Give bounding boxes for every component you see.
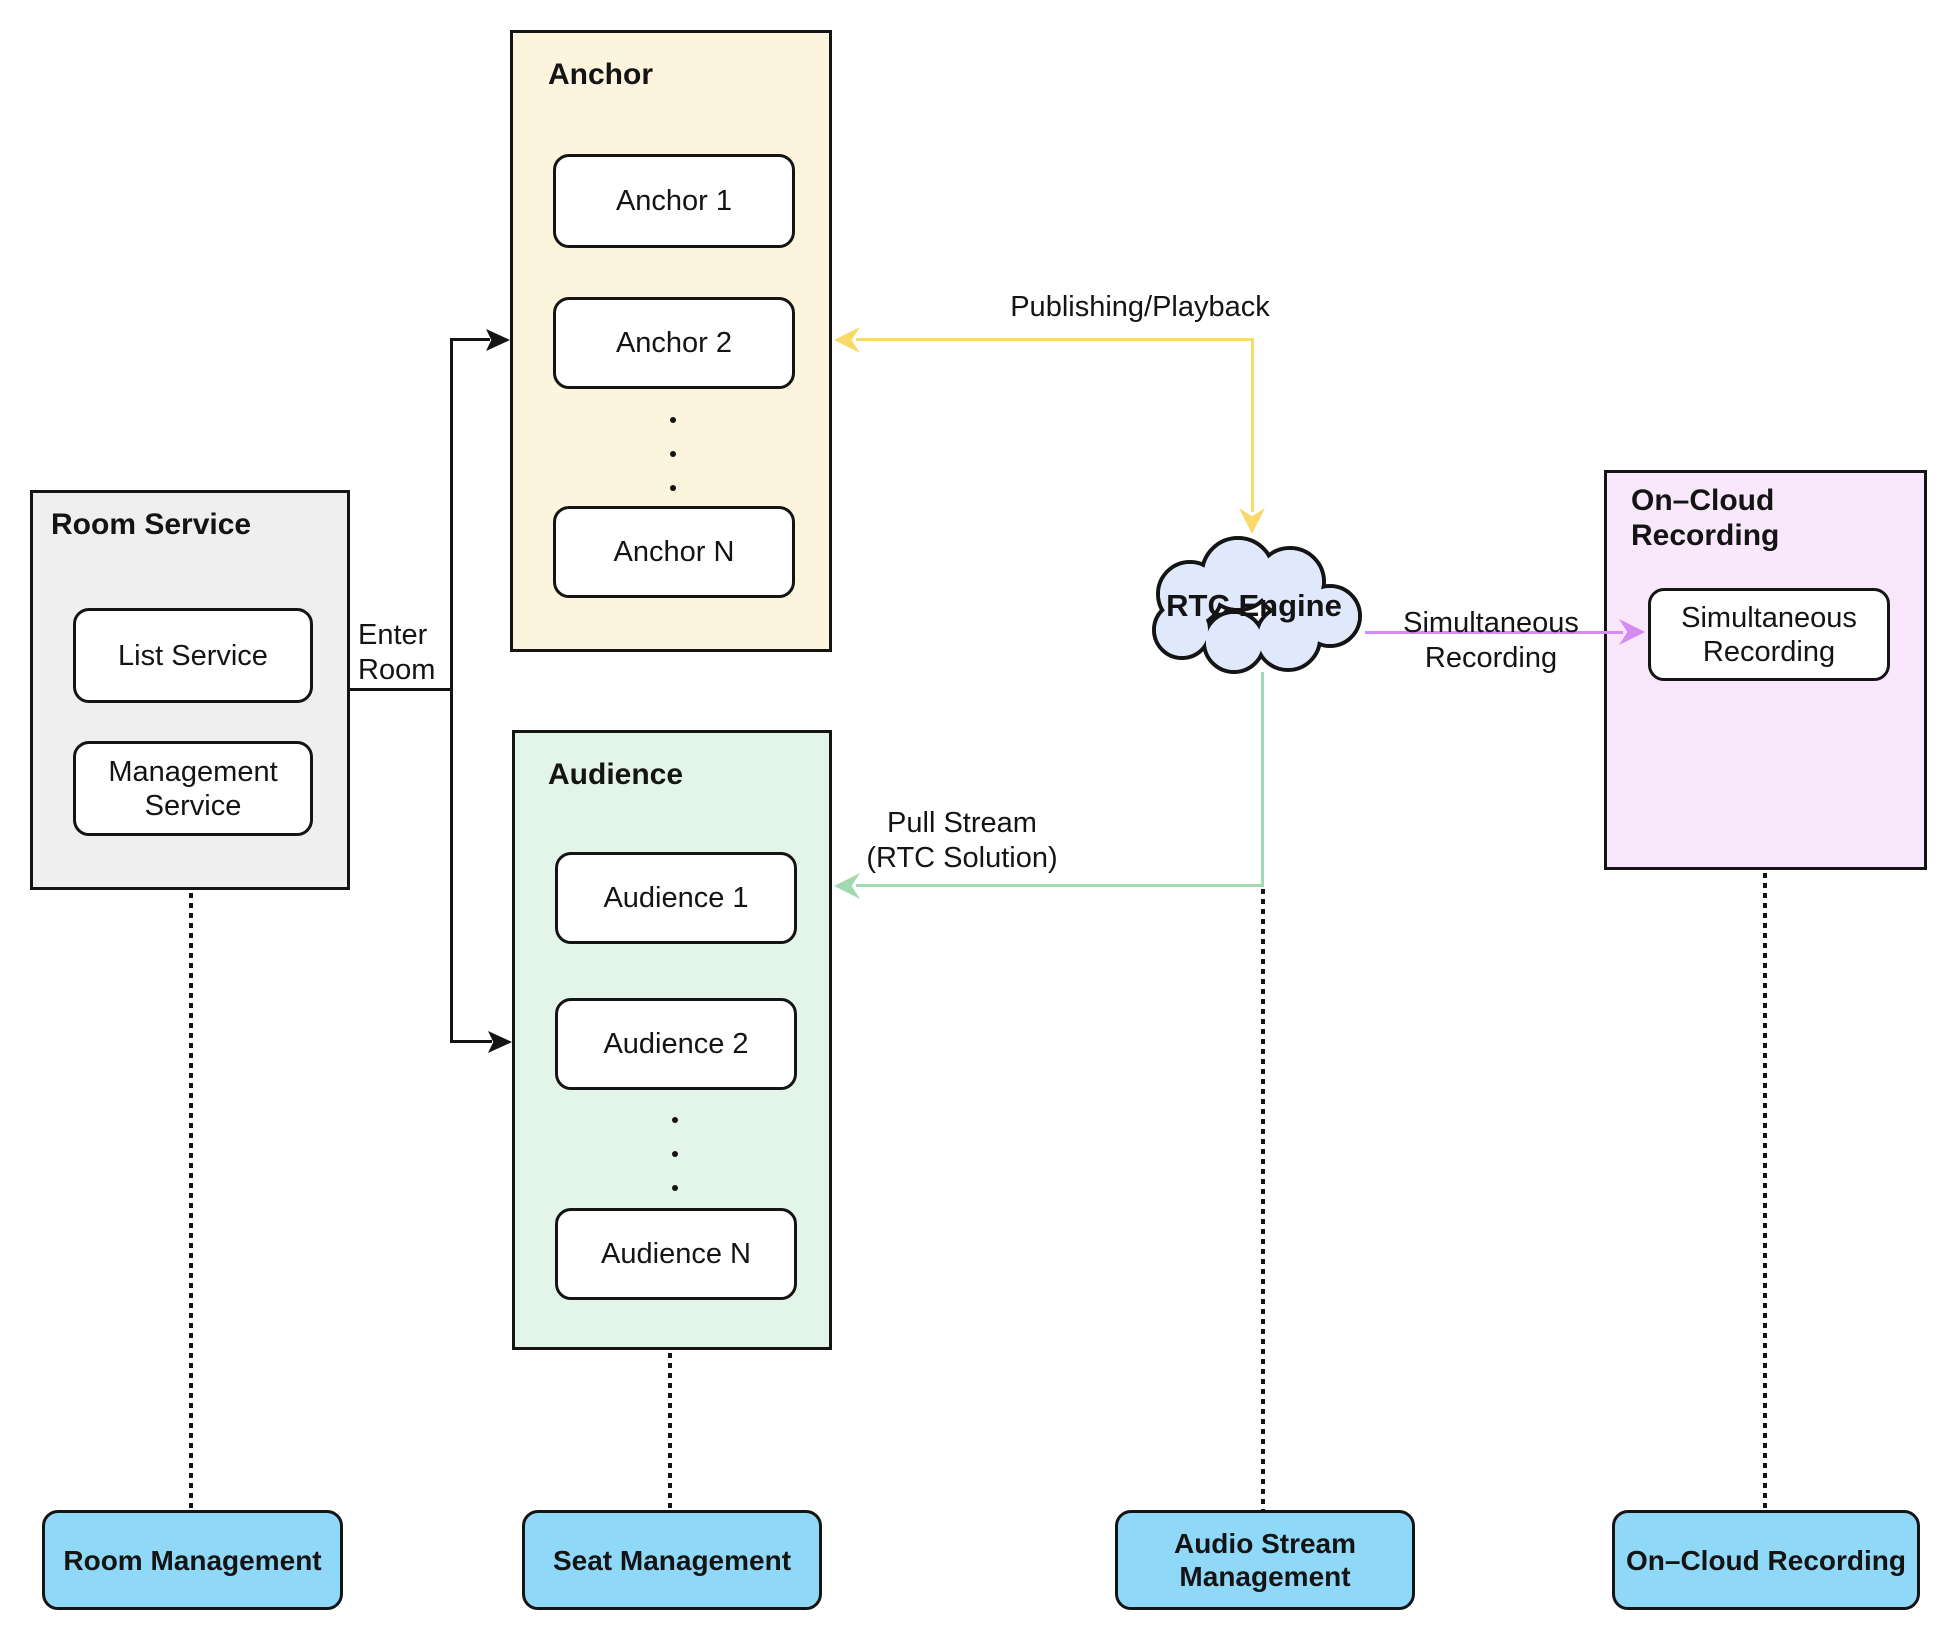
rtc-engine-label: RTC Engine bbox=[1166, 588, 1342, 623]
room-service-title: Room Service bbox=[51, 508, 252, 541]
node-anchor-2: Anchor 2 bbox=[553, 297, 795, 389]
anchor-title: Anchor bbox=[548, 58, 653, 91]
on-cloud-recording-title: On–Cloud Recording bbox=[1631, 484, 1780, 552]
node-audience-2: Audience 2 bbox=[555, 998, 797, 1090]
ellipsis-dots bbox=[670, 417, 676, 491]
group-on-cloud-recording: On–Cloud Recording Simultaneous Recordin… bbox=[1604, 470, 1927, 870]
dotted-line-audio-stream-management bbox=[1261, 889, 1265, 1510]
node-anchor-1: Anchor 1 bbox=[553, 154, 795, 248]
audience-title: Audience bbox=[548, 758, 684, 791]
enter-room-stem-line bbox=[350, 688, 452, 691]
publishing-playback-line-h bbox=[856, 338, 1254, 341]
group-anchor: Anchor Anchor 1 Anchor 2 Anchor N bbox=[510, 30, 832, 652]
rtc-engine-cloud bbox=[1152, 536, 1362, 674]
dotted-line-seat-management bbox=[668, 1353, 672, 1510]
pull-stream-label-line1: Pull Stream bbox=[887, 807, 1037, 839]
simultaneous-recording-line bbox=[1365, 631, 1623, 634]
node-list-service: List Service bbox=[73, 608, 313, 703]
enter-room-to-audience-line bbox=[450, 1040, 492, 1043]
enter-room-branch-line bbox=[450, 339, 453, 1043]
ellipsis-dots bbox=[672, 1117, 678, 1191]
simultaneous-recording-label: Simultaneous Recording bbox=[1403, 607, 1579, 674]
pill-seat-management: Seat Management bbox=[522, 1510, 822, 1610]
pill-room-management: Room Management bbox=[42, 1510, 343, 1610]
node-simultaneous-recording: Simultaneous Recording bbox=[1648, 588, 1890, 681]
node-anchor-n: Anchor N bbox=[553, 506, 795, 598]
pull-stream-label-line2: (RTC Solution) bbox=[866, 842, 1058, 874]
publishing-playback-line-v bbox=[1251, 338, 1254, 512]
enter-room-label: Enter Room bbox=[358, 619, 436, 686]
group-room-service: Room Service List Service Management Ser… bbox=[30, 490, 350, 890]
dotted-line-room-management bbox=[189, 893, 193, 1510]
group-audience: Audience Audience 1 Audience 2 Audience … bbox=[512, 730, 832, 1350]
publishing-playback-label: Publishing/Playback bbox=[1010, 291, 1270, 323]
pull-stream-line-v bbox=[1261, 672, 1264, 886]
node-management-service: Management Service bbox=[73, 741, 313, 836]
enter-room-to-anchor-line bbox=[450, 338, 490, 341]
node-audience-n: Audience N bbox=[555, 1208, 797, 1300]
dotted-line-on-cloud-recording bbox=[1763, 873, 1767, 1510]
node-audience-1: Audience 1 bbox=[555, 852, 797, 944]
pill-on-cloud-recording: On–Cloud Recording bbox=[1612, 1510, 1920, 1610]
pull-stream-line-h bbox=[856, 884, 1264, 887]
pill-audio-stream-management: Audio Stream Management bbox=[1115, 1510, 1415, 1610]
